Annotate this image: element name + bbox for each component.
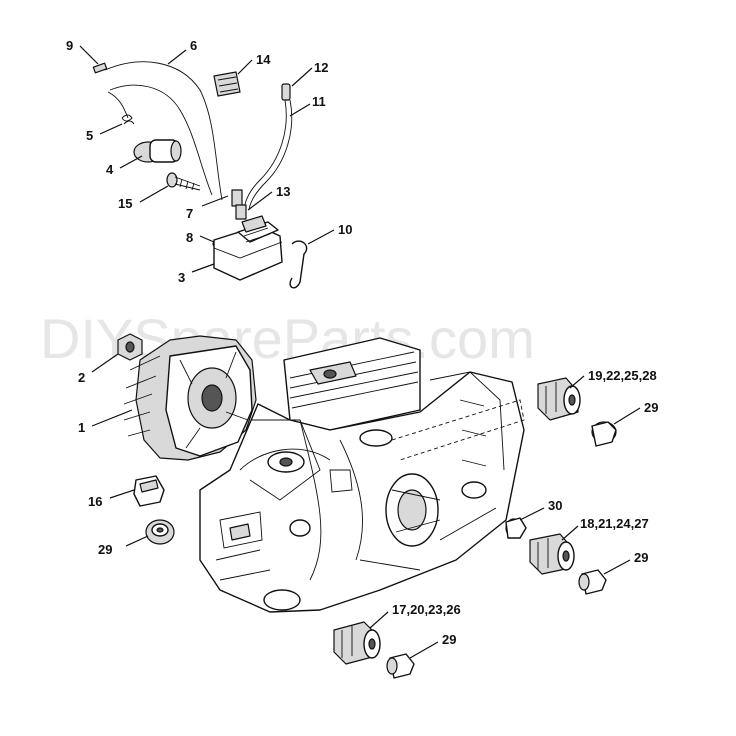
- leader-29-a: [613, 407, 641, 425]
- leader-13: [247, 191, 273, 211]
- leader-18: [561, 525, 579, 541]
- leader-7: [201, 195, 229, 207]
- callout-16: 16: [88, 494, 102, 509]
- spark-plug-boot-4: [133, 139, 182, 163]
- leader-3: [191, 263, 215, 273]
- plug-29-c: [386, 653, 415, 679]
- clip-16: [133, 475, 165, 507]
- leader-14: [237, 59, 253, 75]
- leader-6: [167, 49, 187, 65]
- ignition-lead-6: [104, 61, 223, 201]
- callout-4: 4: [106, 162, 114, 177]
- callout-7: 7: [186, 206, 193, 221]
- terminal-9: [92, 62, 108, 74]
- leader-10: [307, 229, 335, 245]
- leader-2: [91, 353, 119, 373]
- callout-29-lower-right: 29: [634, 550, 648, 565]
- leader-19: [569, 375, 585, 389]
- plug-29-a: [591, 421, 617, 447]
- leader-12: [291, 67, 313, 87]
- leader-17: [369, 611, 389, 629]
- leader-1: [91, 409, 133, 427]
- crankcase: [199, 337, 525, 613]
- callout-29-left: 29: [98, 542, 112, 557]
- callout-2: 2: [78, 370, 85, 385]
- callout-1: 1: [78, 420, 85, 435]
- leader-16: [109, 489, 135, 499]
- leader-4: [119, 155, 143, 169]
- flywheel-1: [123, 335, 257, 461]
- leader-29-d: [125, 535, 149, 547]
- spring-14: [213, 71, 241, 97]
- callout-9: 9: [66, 38, 73, 53]
- callout-19-22-25-28: 19,22,25,28: [588, 368, 657, 383]
- leader-30: [519, 507, 545, 521]
- leader-5: [99, 123, 123, 135]
- leader-11: [289, 103, 311, 117]
- annular-buffer-17: [333, 621, 381, 665]
- nut-2: [117, 333, 143, 361]
- leader-15: [139, 185, 169, 203]
- ignition-lead-6-inner: [109, 84, 213, 196]
- sleeve-7: [231, 189, 243, 207]
- sleeve-30: [505, 517, 527, 539]
- annular-buffer-18: [529, 533, 575, 575]
- callout-6: 6: [190, 38, 197, 53]
- screw-15: [166, 172, 201, 191]
- short-circuit-wire-11: [243, 99, 287, 211]
- leader-29-c: [409, 641, 439, 659]
- callout-10: 10: [338, 222, 352, 237]
- callout-11: 11: [312, 94, 326, 109]
- clip-10: [289, 240, 308, 289]
- ignition-lead-end: [107, 91, 129, 119]
- callout-3: 3: [178, 270, 185, 285]
- callout-29-upper-right: 29: [644, 400, 658, 415]
- callout-30: 30: [548, 498, 562, 513]
- leader-9: [79, 45, 99, 65]
- callout-18-21-24-27: 18,21,24,27: [580, 516, 649, 531]
- spring-5: [121, 114, 135, 125]
- callout-17-20-23-26: 17,20,23,26: [392, 602, 461, 617]
- leader-8: [199, 235, 215, 243]
- callout-13: 13: [276, 184, 290, 199]
- annular-buffer-19: [537, 377, 581, 421]
- plug-29-b: [578, 569, 607, 595]
- callout-15: 15: [118, 196, 132, 211]
- callout-5: 5: [86, 128, 93, 143]
- sleeve-13: [235, 204, 247, 220]
- terminal-12: [281, 83, 291, 101]
- callout-14: 14: [256, 52, 271, 67]
- callout-8: 8: [186, 230, 193, 245]
- ignition-module-3: [213, 215, 283, 281]
- plug-29-d: [145, 519, 175, 545]
- leader-29-b: [603, 559, 631, 575]
- callout-12: 12: [314, 60, 328, 75]
- callout-29-bottom: 29: [442, 632, 456, 647]
